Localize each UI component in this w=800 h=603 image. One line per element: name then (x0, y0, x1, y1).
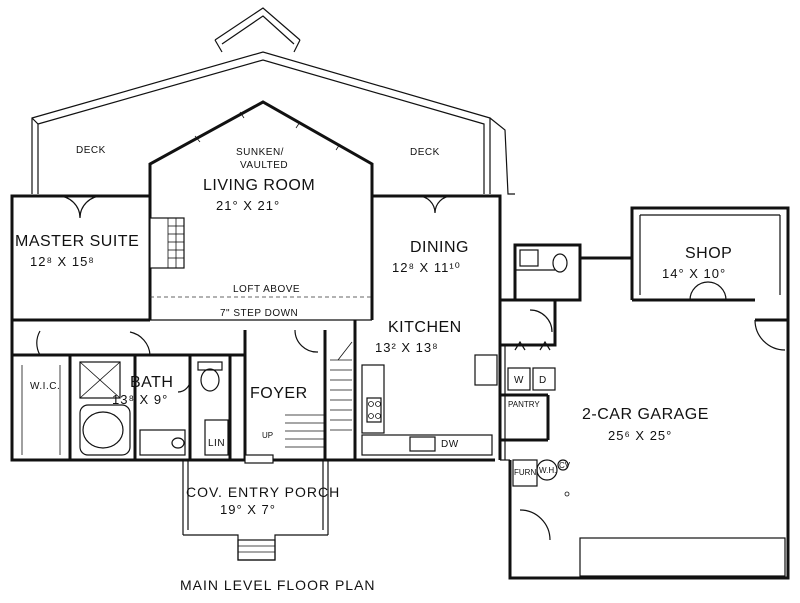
house-exterior (10, 194, 502, 462)
furn-label: FURN (514, 468, 536, 477)
foyer-label: FOYER (250, 385, 308, 402)
wh-label: W.H. (539, 466, 556, 475)
up-label: UP (262, 431, 273, 440)
dw-label: DW (441, 439, 459, 450)
washer-label: W (514, 375, 524, 386)
porch-dim: 19° X 7° (220, 502, 276, 517)
deck-outline (31, 7, 515, 195)
garage-label: 2-CAR GARAGE (582, 406, 709, 423)
garage-dim: 25⁶ X 25° (608, 428, 672, 443)
kitchen-label: KITCHEN (388, 319, 462, 336)
entry-porch (182, 454, 329, 561)
bath-dim: 13⁸ X 9° (112, 392, 168, 407)
living-room-walls (148, 100, 374, 320)
shop-label: SHOP (685, 245, 732, 262)
cv-label: CV (559, 461, 571, 470)
dryer-label: D (539, 375, 547, 386)
wic-label: W.I.C. (30, 381, 60, 392)
interior-walls (12, 320, 498, 460)
vaulted-label: VAULTED (240, 160, 288, 171)
living-room-label: LIVING ROOM (203, 177, 315, 194)
master-suite-label: MASTER SUITE (15, 233, 139, 250)
garage-shop (500, 206, 790, 580)
living-room-dim: 21° X 21° (216, 198, 280, 213)
shop-dim: 14° X 10° (662, 266, 726, 281)
porch-label: COV. ENTRY PORCH (186, 484, 340, 500)
deck-right-label: DECK (410, 147, 440, 158)
loft-above-label: LOFT ABOVE (233, 284, 300, 295)
lin-label: LIN (208, 438, 225, 449)
master-suite-dim: 12⁸ X 15⁸ (30, 254, 95, 269)
kitchen-dim: 13² X 13⁸ (375, 340, 439, 355)
pantry-label: PANTRY (508, 400, 540, 409)
dining-dim: 12⁸ X 11¹⁰ (392, 260, 461, 275)
bath-label: BATH (130, 374, 173, 391)
deck-left-label: DECK (76, 145, 106, 156)
laundry-pantry (500, 243, 582, 460)
dining-label: DINING (410, 239, 469, 256)
sunken-label: SUNKEN/ (236, 147, 284, 158)
plan-title: MAIN LEVEL FLOOR PLAN (180, 577, 376, 593)
step-down-label: 7" STEP DOWN (220, 308, 298, 319)
room-labels: DECK DECK SUNKEN/ VAULTED LIVING ROOM 21… (15, 145, 732, 593)
